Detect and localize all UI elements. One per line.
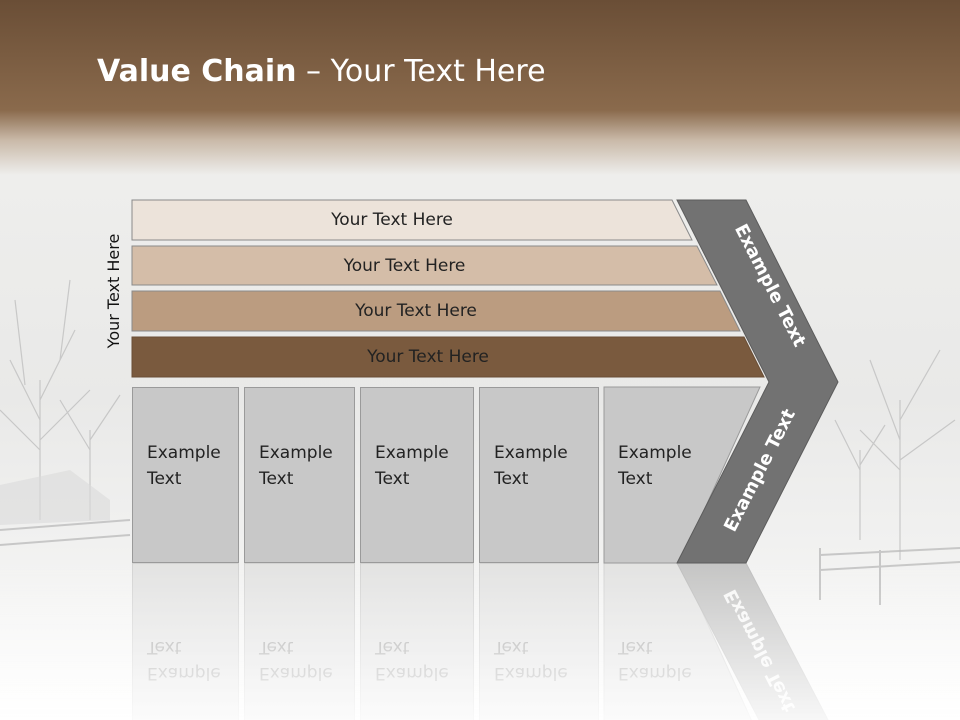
title-rest: – Your Text Here — [296, 54, 546, 89]
value-bar-4: Your Text Here — [132, 337, 744, 376]
value-bar-3-label: Your Text Here — [355, 300, 477, 321]
reflection-chevron — [603, 563, 839, 720]
column-4: Example Text — [479, 387, 599, 563]
value-bar-1-label: Your Text Here — [331, 209, 453, 230]
column-3: Example Text — [360, 387, 474, 563]
side-label: Your Text Here — [104, 233, 123, 349]
column-3-line1: Example — [375, 443, 449, 463]
page-title: Value Chain – Your Text Here — [97, 54, 546, 89]
reflection-fade — [0, 563, 960, 720]
column-4-line2: Text — [494, 469, 529, 489]
column-1: Example Text — [132, 387, 239, 563]
value-bar-2: Your Text Here — [132, 246, 697, 285]
column-2-line1: Example — [259, 443, 333, 463]
column-4-line1: Example — [494, 443, 568, 463]
value-bar-3: Your Text Here — [132, 291, 720, 330]
column-1-line2: Text — [147, 469, 182, 489]
column-3-line2: Text — [375, 469, 410, 489]
column-5-line2: Text — [618, 469, 653, 489]
value-bar-4-label: Your Text Here — [367, 346, 489, 367]
value-bar-2-label: Your Text Here — [343, 255, 466, 276]
reflection: Example Text Example Text Example Text E… — [0, 563, 960, 720]
column-1-line1: Example — [147, 443, 221, 463]
column-2: Example Text — [244, 387, 355, 563]
column-5-line1: Example — [618, 443, 692, 463]
title-bold: Value Chain — [97, 54, 297, 89]
column-5: Example Text — [604, 387, 760, 563]
column-2-line2: Text — [259, 469, 294, 489]
value-bar-1: Your Text Here — [132, 200, 672, 239]
